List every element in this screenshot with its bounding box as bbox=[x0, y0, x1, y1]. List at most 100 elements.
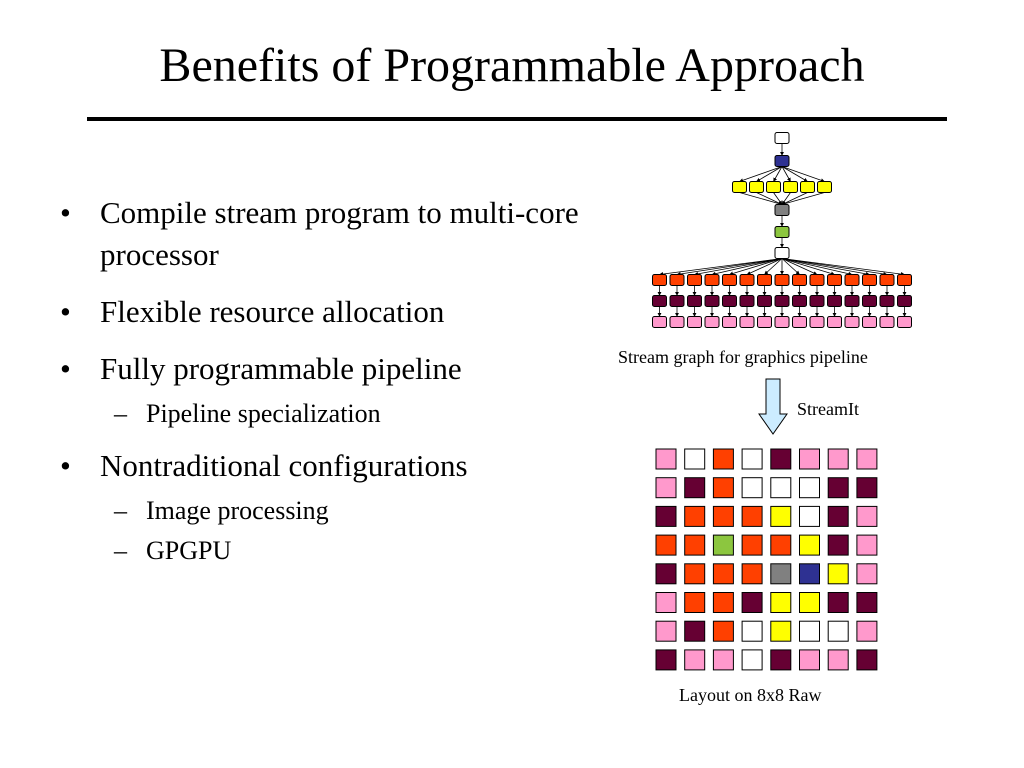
streamit-label: StreamIt bbox=[797, 399, 859, 419]
raw-tile bbox=[827, 649, 849, 671]
raw-tile bbox=[712, 563, 734, 585]
raw-tile bbox=[827, 448, 849, 470]
bullet-marker: • bbox=[60, 294, 71, 329]
stream-node bbox=[704, 295, 720, 307]
stream-edge bbox=[781, 258, 835, 276]
raw-tile bbox=[827, 620, 849, 642]
bullet-text: Image processing bbox=[146, 496, 329, 525]
raw-tile bbox=[712, 592, 734, 613]
raw-tile bbox=[655, 448, 677, 470]
raw-layout-caption: Layout on 8x8 Raw bbox=[679, 685, 822, 705]
raw-tile bbox=[741, 563, 763, 585]
raw-tile bbox=[799, 649, 820, 671]
raw-tile bbox=[799, 448, 820, 470]
stream-node bbox=[862, 295, 877, 307]
stream-edge bbox=[781, 258, 800, 275]
raw-tile bbox=[712, 448, 734, 470]
stream-edge bbox=[676, 258, 783, 276]
stream-edge bbox=[781, 258, 853, 276]
stream-node bbox=[739, 274, 755, 286]
raw-tile bbox=[655, 563, 677, 585]
raw-tile bbox=[827, 534, 849, 556]
down-arrow-icon bbox=[758, 378, 788, 435]
stream-node bbox=[783, 181, 798, 193]
stream-node bbox=[800, 181, 815, 193]
bullet-item: •Fully programmable pipeline bbox=[60, 348, 600, 390]
stream-node bbox=[652, 274, 667, 286]
raw-tile bbox=[799, 505, 820, 527]
raw-tile bbox=[684, 477, 706, 499]
raw-tile bbox=[684, 448, 706, 470]
bullet-text: GPGPU bbox=[146, 536, 232, 565]
title-underline bbox=[87, 117, 947, 121]
raw-tile bbox=[741, 448, 763, 470]
stream-edge bbox=[781, 166, 791, 182]
raw-grid bbox=[655, 448, 878, 671]
raw-tile bbox=[684, 620, 706, 642]
raw-tile bbox=[827, 477, 849, 499]
raw-tile bbox=[827, 505, 849, 527]
stream-edge bbox=[781, 166, 825, 183]
raw-tile bbox=[655, 477, 677, 499]
raw-tile bbox=[712, 534, 734, 556]
stream-node bbox=[704, 316, 720, 328]
stream-node bbox=[757, 316, 772, 328]
bullet-text: Nontraditional configurations bbox=[100, 448, 468, 483]
bullet-marker: • bbox=[60, 351, 71, 386]
stream-node bbox=[862, 316, 877, 328]
stream-node bbox=[652, 295, 667, 307]
stream-node bbox=[722, 316, 737, 328]
bullet-marker: • bbox=[60, 195, 71, 230]
stream-node bbox=[792, 295, 807, 307]
dash-marker: – bbox=[114, 536, 127, 565]
raw-tile bbox=[770, 448, 792, 470]
stream-node bbox=[774, 132, 790, 144]
raw-tile bbox=[684, 505, 706, 527]
raw-tile bbox=[712, 477, 734, 499]
stream-node bbox=[687, 295, 702, 307]
stream-edge bbox=[739, 192, 783, 206]
sub-bullet-item: –GPGPU bbox=[60, 536, 600, 566]
stream-edge bbox=[773, 192, 783, 205]
raw-tile bbox=[799, 620, 820, 642]
stream-edge bbox=[781, 258, 870, 276]
raw-tile bbox=[856, 620, 878, 642]
raw-tile bbox=[856, 592, 878, 613]
raw-tile bbox=[655, 592, 677, 613]
stream-node bbox=[844, 274, 860, 286]
raw-tile bbox=[712, 620, 734, 642]
stream-node bbox=[879, 295, 895, 307]
raw-tile bbox=[770, 534, 792, 556]
bullet-text: Flexible resource allocation bbox=[100, 294, 445, 329]
stream-edge bbox=[781, 258, 905, 277]
stream-node bbox=[844, 295, 860, 307]
raw-tile bbox=[856, 534, 878, 556]
stream-node bbox=[879, 316, 895, 328]
dash-marker: – bbox=[114, 496, 127, 525]
sub-bullet-item: –Image processing bbox=[60, 496, 600, 526]
stream-node bbox=[669, 316, 685, 328]
stream-node bbox=[704, 274, 720, 286]
stream-node bbox=[809, 274, 825, 286]
raw-tile bbox=[827, 592, 849, 613]
stream-node bbox=[844, 316, 860, 328]
stream-edge bbox=[781, 166, 808, 182]
stream-node bbox=[687, 316, 702, 328]
bullet-item: •Compile stream program to multi-core pr… bbox=[60, 192, 600, 276]
raw-tile bbox=[741, 620, 763, 642]
stream-node bbox=[774, 204, 790, 216]
stream-edge bbox=[781, 192, 825, 206]
bullet-text: Pipeline specialization bbox=[146, 399, 381, 428]
stream-node bbox=[652, 316, 667, 328]
raw-tile bbox=[684, 563, 706, 585]
stream-edge bbox=[739, 166, 783, 183]
raw-tile bbox=[856, 649, 878, 671]
stream-node bbox=[774, 274, 790, 286]
stream-node bbox=[809, 316, 825, 328]
raw-tile bbox=[712, 649, 734, 671]
raw-tile bbox=[856, 505, 878, 527]
raw-tile bbox=[799, 477, 820, 499]
stream-edge bbox=[746, 258, 783, 275]
dash-marker: – bbox=[114, 399, 127, 428]
stream-node bbox=[739, 316, 755, 328]
